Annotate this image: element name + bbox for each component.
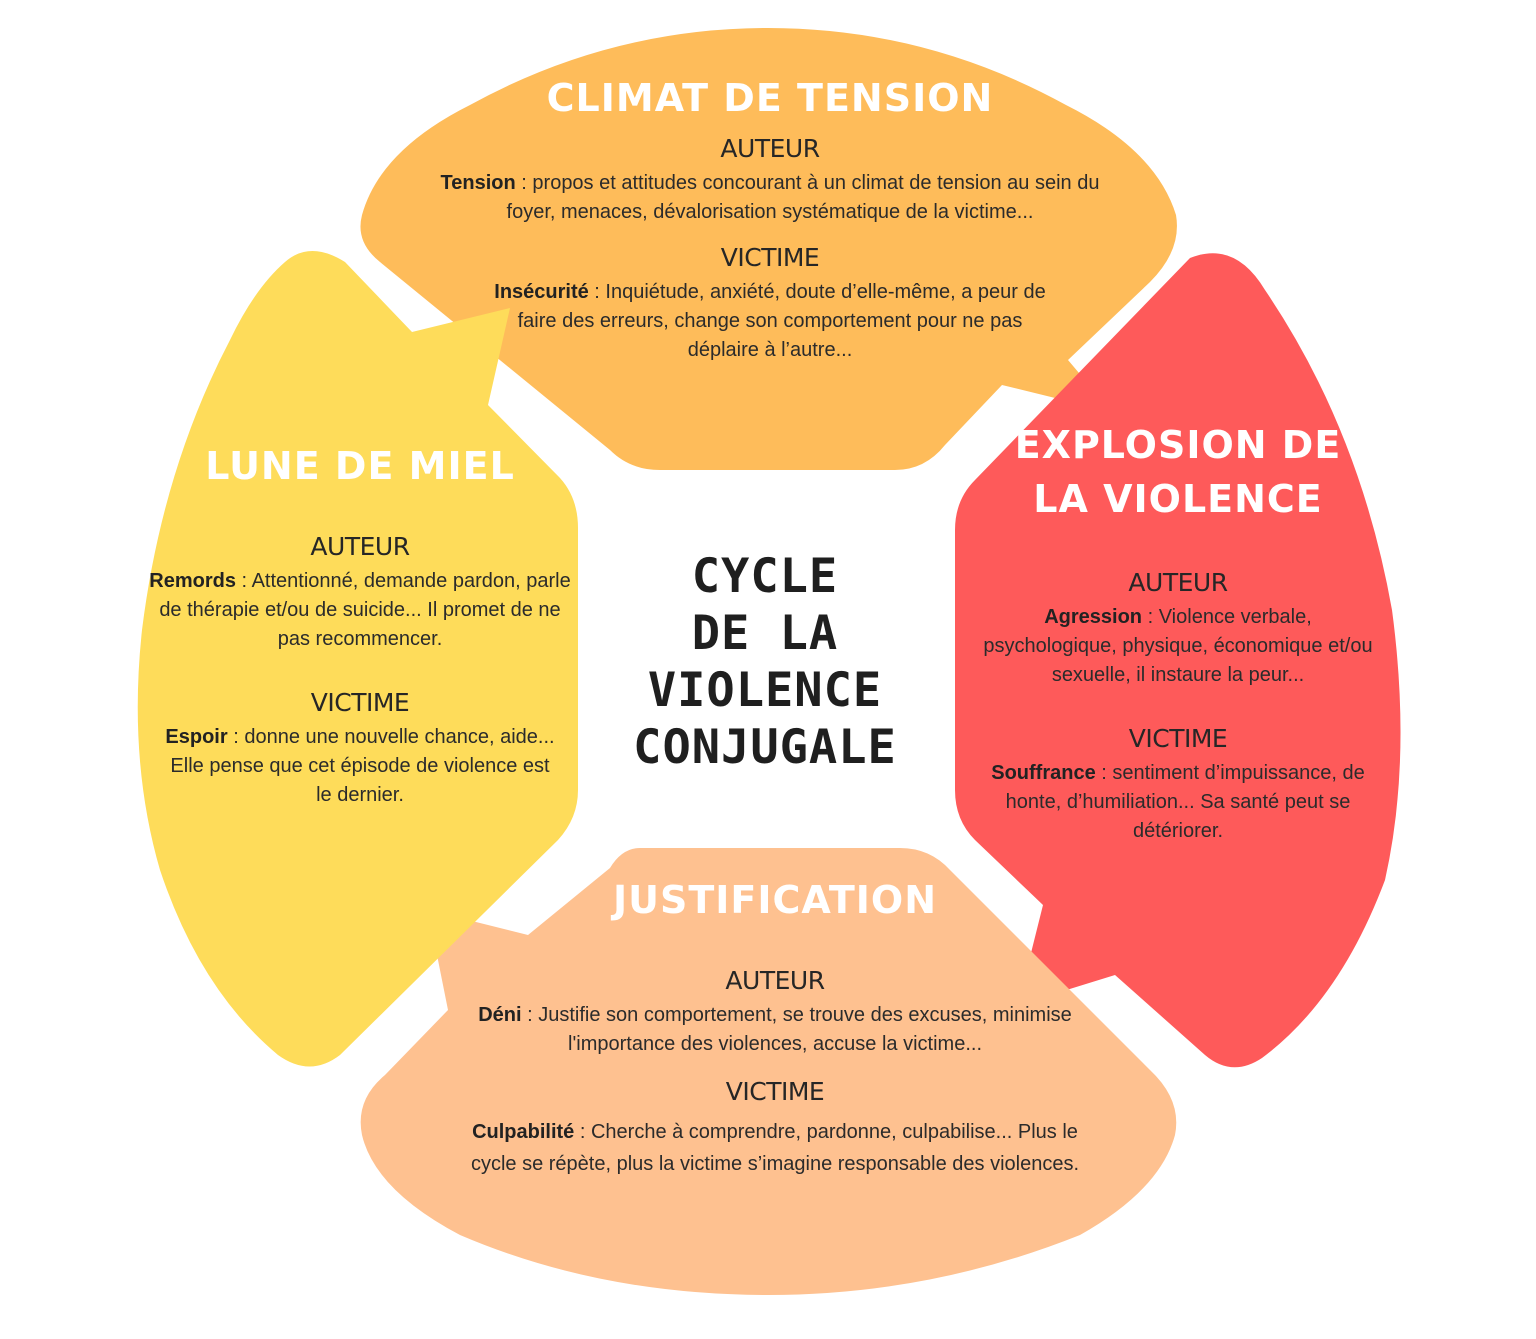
role-victime-label: VICTIME (1128, 724, 1228, 753)
phase-title-explosion: EXPLOSION DE LA VIOLENCE (968, 418, 1388, 526)
diagram-title: CYCLE DE LA VIOLENCE CONJUGALE (600, 548, 930, 776)
auteur-term: Déni (478, 1003, 522, 1026)
climat-de-tension-panel: CLIMAT DE TENSION AUTEUR Tension : propo… (420, 76, 1120, 365)
justification-panel: JUSTIFICATION AUTEUR Déni : Justifie son… (440, 878, 1110, 1180)
auteur-text: propos et attitudes concourant à un clim… (506, 171, 1100, 223)
auteur-term: Tension (440, 171, 516, 194)
explosion-violence-panel: EXPLOSION DE LA VIOLENCE AUTEUR Agressio… (968, 418, 1388, 846)
victime-term: Souffrance (991, 762, 1096, 784)
auteur-text: Attentionné, demande pardon, parle de th… (159, 569, 571, 650)
role-auteur-label: AUTEUR (1128, 568, 1228, 597)
justification-bubble (360, 848, 1177, 1295)
separator: : (227, 725, 245, 748)
title-line: CONJUGALE (633, 720, 897, 775)
auteur-description: Déni : Justifie son comportement, se tro… (475, 1001, 1075, 1059)
role-victime-label: VICTIME (725, 1076, 825, 1106)
phase-title-justification: JUSTIFICATION (612, 878, 938, 922)
victime-description: Espoir : donne une nouvelle chance, aide… (160, 723, 560, 810)
phase-title-lune: LUNE DE MIEL (205, 444, 515, 488)
role-auteur-label: AUTEUR (310, 531, 410, 561)
victime-text: donne une nouvelle chance, aide... Elle … (170, 725, 555, 806)
role-victime-label: VICTIME (310, 687, 410, 717)
climat-de-tension-bubble (360, 28, 1177, 470)
auteur-description: Remords : Attentionné, demande pardon, p… (145, 567, 575, 654)
victime-term: Culpabilité (472, 1120, 575, 1143)
victime-term: Espoir (165, 725, 228, 748)
victime-text: sentiment d’impuissance, de honte, d’hum… (1005, 762, 1365, 842)
separator: : (574, 1120, 591, 1143)
role-victime-label: VICTIME (720, 242, 820, 272)
auteur-description: Tension : propos et attitudes concourant… (420, 169, 1120, 227)
separator: : (515, 171, 533, 194)
phase-title-line: EXPLOSION DE (1014, 423, 1342, 467)
separator: : (1142, 606, 1159, 628)
victime-description: Culpabilité : Cherche à comprendre, pard… (455, 1116, 1095, 1180)
phase-title-line: LA VIOLENCE (1033, 477, 1323, 521)
role-auteur-label: AUTEUR (725, 965, 825, 995)
explosion-violence-bubble (955, 253, 1401, 1068)
separator: : (588, 280, 606, 303)
lune-de-miel-panel: LUNE DE MIEL AUTEUR Remords : Attentionn… (140, 444, 580, 810)
auteur-text: Violence verbale, psychologique, physiqu… (983, 606, 1373, 686)
separator: : (521, 1003, 539, 1026)
auteur-description: Agression : Violence verbale, psychologi… (978, 603, 1378, 690)
victime-description: Souffrance : sentiment d’impuissance, de… (973, 759, 1383, 846)
victime-description: Insécurité : Inquiétude, anxiété, doute … (490, 278, 1050, 365)
separator: : (236, 569, 252, 592)
separator: : (1095, 762, 1113, 784)
auteur-term: Remords (149, 569, 236, 592)
auteur-term: Agression (1044, 606, 1143, 628)
role-auteur-label: AUTEUR (720, 133, 820, 163)
phase-title-climat: CLIMAT DE TENSION (546, 76, 994, 120)
lune-de-miel-bubble (137, 251, 578, 1067)
victime-text: Cherche à comprendre, pardonne, culpabil… (470, 1120, 1080, 1175)
auteur-text: Justifie son comportement, se trouve des… (538, 1003, 1072, 1055)
victime-text: Inquiétude, anxiété, doute d’elle-même, … (517, 280, 1046, 361)
title-line: VIOLENCE (647, 663, 883, 718)
victime-term: Insécurité (494, 280, 589, 303)
title-line: CYCLE (691, 549, 839, 604)
title-line: DE LA (691, 606, 839, 661)
